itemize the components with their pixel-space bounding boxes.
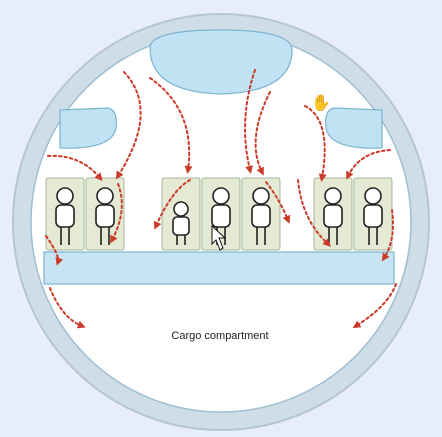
passenger [363, 187, 383, 245]
passenger [323, 187, 343, 245]
airflow-arrow [149, 77, 193, 174]
airflow-arrow [49, 287, 86, 329]
airflow-arrow [265, 181, 291, 224]
passenger-child [172, 201, 190, 245]
cabin-floor [43, 251, 395, 285]
airflow-arrow [244, 69, 256, 174]
airflow-arrows [45, 69, 397, 329]
passenger [95, 187, 115, 245]
airflow-arrow [297, 179, 331, 247]
airflow-arrow [304, 105, 327, 182]
airflow-arrow [346, 149, 391, 180]
airflow-arrow [45, 235, 64, 266]
passenger [211, 187, 231, 245]
airflow-arrow [110, 183, 123, 244]
left-overhead-bin [59, 107, 117, 149]
passenger [55, 187, 75, 245]
overhead-air-duct [149, 29, 293, 95]
passengers [55, 187, 383, 245]
airflow-arrow [47, 154, 103, 182]
cargo-compartment-label: Cargo compartment [171, 330, 269, 342]
airflow-arrow [153, 179, 191, 230]
airflow-arrow [381, 209, 394, 262]
airflow-arrow [254, 91, 271, 176]
mouse-arrow-icon [211, 224, 227, 251]
hand-pointer-icon: ✋ [311, 95, 331, 112]
airflow-arrow [115, 71, 142, 180]
right-overhead-bin [325, 107, 383, 149]
passenger [251, 187, 271, 245]
